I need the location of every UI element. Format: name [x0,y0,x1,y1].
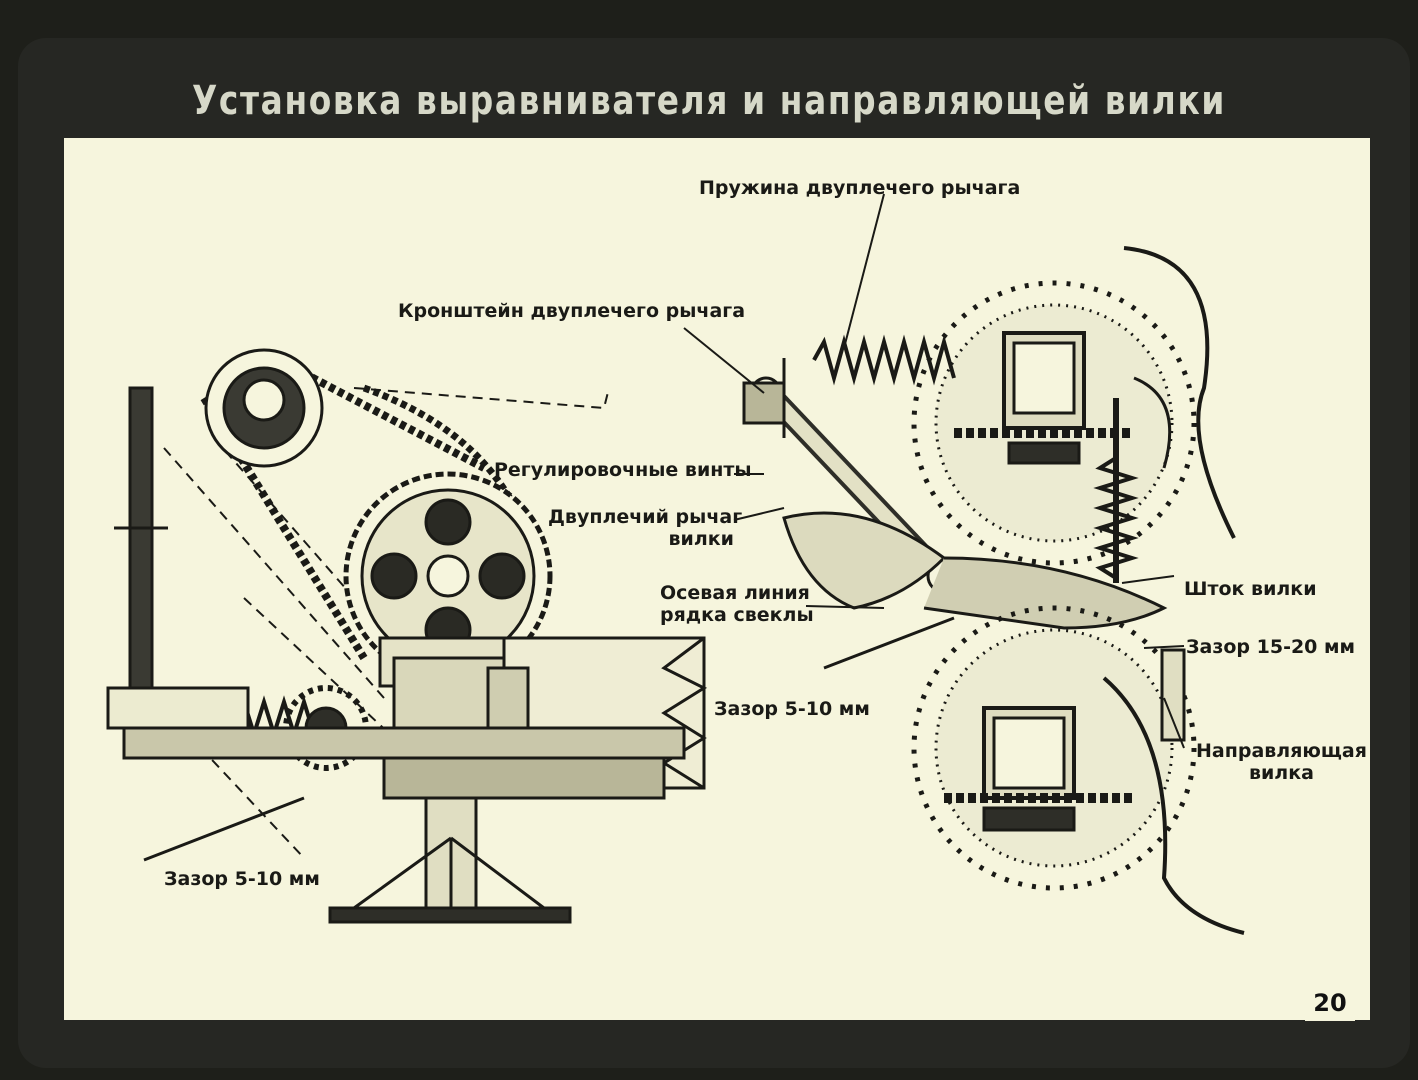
label-guide-fork-line1: Направляющая [1196,740,1367,762]
label-gap-right: Зазор 15-20 мм [1186,636,1356,658]
label-fork-rod: Шток вилки [1184,578,1317,600]
label-gap-left: Зазор 5-10 мм [164,868,320,890]
label-row-axis-line2: рядка свеклы [660,604,814,626]
label-guide-fork-line2: вилка [1248,762,1314,784]
label-guide-fork: Направляющая вилка [1196,740,1367,784]
label-two-arm-lever-line1: Двуплечий рычаг [548,506,743,528]
label-adjusting-screws: Регулировочные винты [494,459,752,481]
label-two-arm-lever: Двуплечий рычаг вилки [548,506,743,550]
lower-right-mechanism [823,605,1245,935]
label-row-axis-line1: Осевая линия [660,582,810,604]
label-spring: Пружина двуплечего рычага [699,177,1021,199]
label-gap-middle: Зазор 5-10 мм [714,698,870,720]
left-mechanism [106,348,708,924]
upper-right-mechanism [742,246,1236,630]
label-two-arm-lever-line2: вилки [668,528,734,550]
slide-title: Установка выравнивателя и направляющей в… [192,78,1226,124]
label-bracket: Кронштейн двуплечего рычага [398,300,746,322]
technical-drawing [106,193,1245,935]
page-number: 20 [1305,985,1355,1021]
diagram-panel [64,138,1370,1020]
label-row-axis: Осевая линия рядка свеклы [660,582,814,626]
